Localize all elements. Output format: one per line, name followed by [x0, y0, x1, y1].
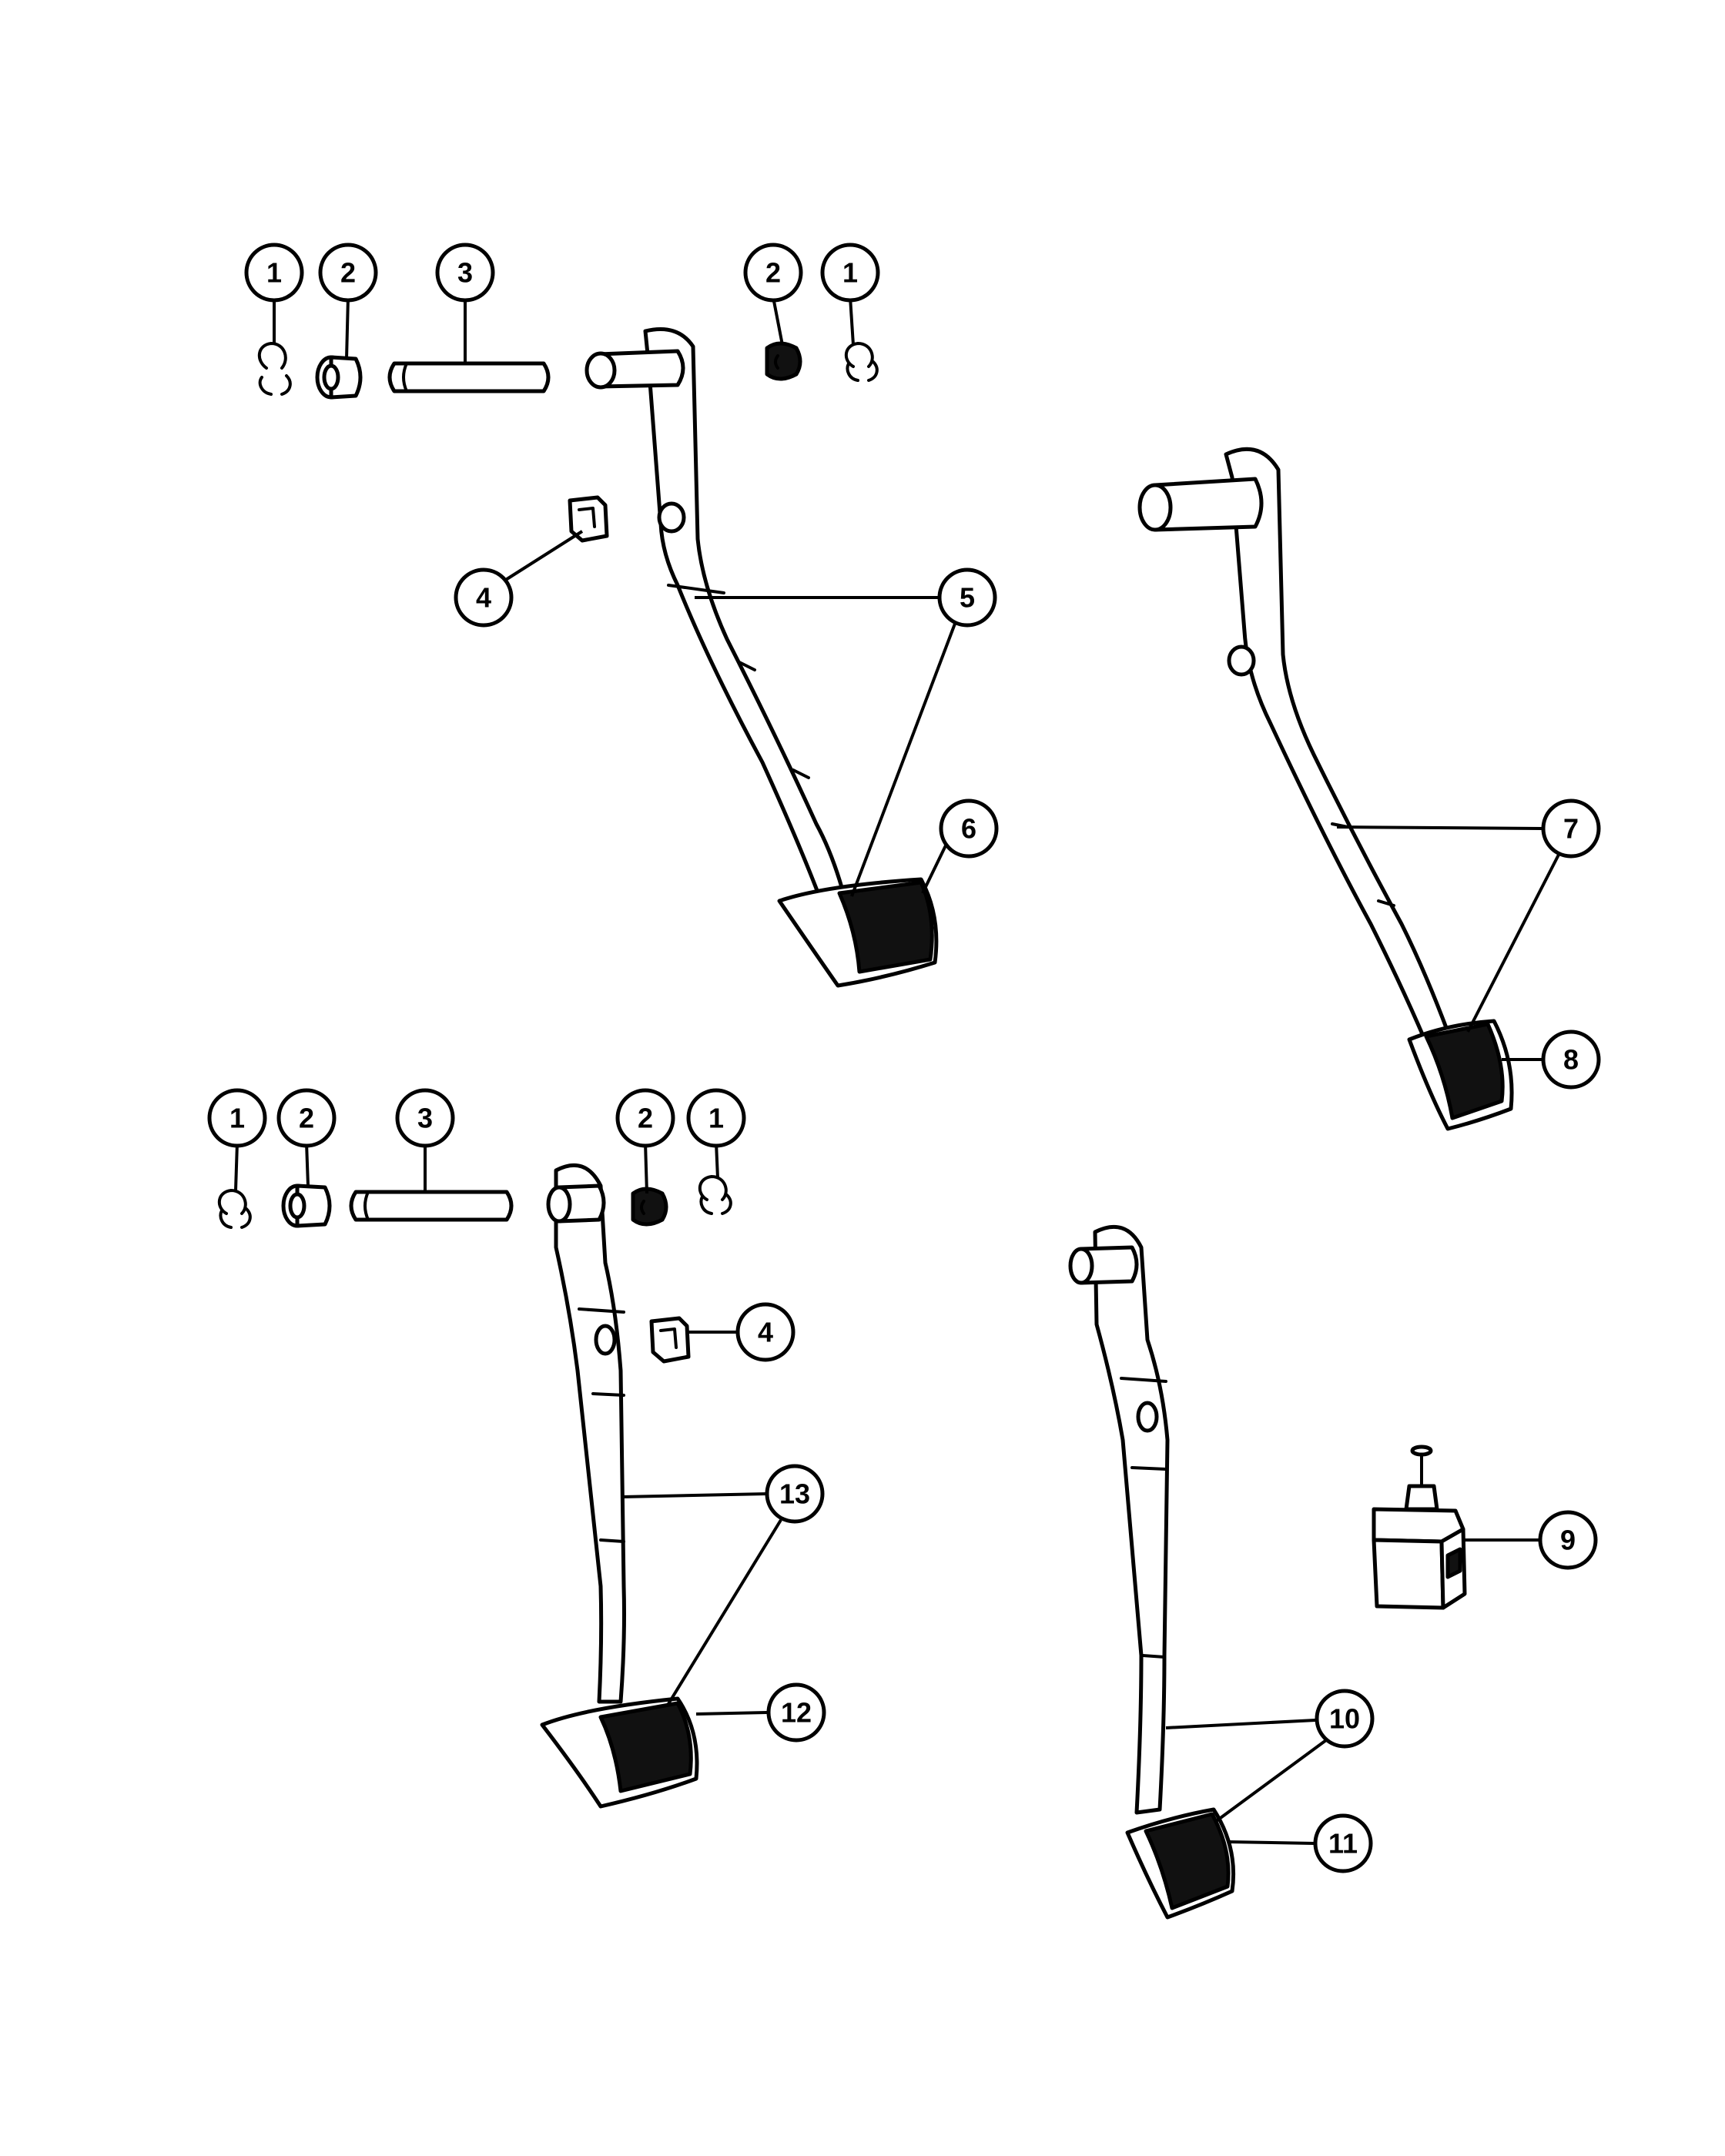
- clutch-pedal-arm: [1137, 447, 1450, 1042]
- pedal-pad-lower-left: [540, 1696, 699, 1809]
- retaining-clip: [698, 1175, 732, 1215]
- callout-label: 2: [638, 1103, 653, 1134]
- callout-c11: 1: [207, 1088, 267, 1148]
- pivot-bushing: [631, 1187, 668, 1227]
- pivot-pin: [349, 1190, 514, 1222]
- callout-label: 1: [229, 1103, 245, 1134]
- callout-c20: 10: [1315, 1689, 1375, 1749]
- callout-c2: 2: [318, 243, 378, 303]
- callout-c17: 13: [765, 1464, 825, 1524]
- pedal-pad-lower-right: [1125, 1807, 1236, 1920]
- callout-label: 12: [781, 1697, 812, 1729]
- clutch-pedal-pad: [1407, 1019, 1514, 1131]
- callout-c15: 1: [686, 1088, 746, 1148]
- callout-label: 8: [1563, 1044, 1579, 1076]
- callout-label: 6: [961, 813, 976, 845]
- pedal-arm-lower-left: [546, 1163, 626, 1704]
- callout-c14: 2: [615, 1088, 675, 1148]
- pedal-clip-nut: [649, 1316, 691, 1364]
- callout-label: 1: [842, 257, 858, 289]
- callout-label: 2: [340, 257, 356, 289]
- leader-lines: [234, 296, 1560, 1845]
- callout-label: 1: [266, 257, 282, 289]
- callout-label: 5: [960, 582, 975, 614]
- callout-c10: 8: [1541, 1029, 1601, 1090]
- callout-label: 1: [708, 1103, 724, 1134]
- callout-c5: 1: [820, 243, 880, 303]
- callout-c18: 12: [766, 1682, 826, 1743]
- callout-label: 3: [417, 1103, 433, 1134]
- pivot-pin: [387, 361, 551, 393]
- callout-label: 11: [1328, 1828, 1358, 1860]
- callout-label: 7: [1563, 813, 1579, 845]
- callout-c7: 5: [937, 567, 997, 628]
- pivot-bushing: [281, 1183, 332, 1228]
- callout-label: 4: [758, 1317, 773, 1348]
- retaining-clip: [218, 1189, 252, 1229]
- pedal-clip-nut: [568, 495, 609, 543]
- callout-c9: 7: [1541, 798, 1601, 859]
- retaining-clip: [845, 342, 879, 382]
- callout-label: 2: [299, 1103, 314, 1134]
- callout-label: 10: [1329, 1703, 1360, 1735]
- retaining-clip: [258, 342, 292, 396]
- callout-c6: 4: [454, 567, 514, 628]
- callout-label: 2: [765, 257, 781, 289]
- callout-c19: 9: [1538, 1510, 1598, 1570]
- callout-label: 13: [779, 1478, 810, 1510]
- callout-c16: 4: [735, 1302, 796, 1362]
- brake-pedal-arm: [584, 327, 848, 911]
- callout-c21: 11: [1313, 1813, 1373, 1873]
- stop-lamp-switch: [1372, 1445, 1467, 1610]
- pivot-bushing: [765, 341, 802, 381]
- pedal-arm-lower-right: [1068, 1224, 1170, 1815]
- brake-pedal-pad: [777, 877, 939, 988]
- callout-c8: 6: [939, 798, 999, 859]
- pivot-bushing: [315, 355, 363, 400]
- callout-c13: 3: [395, 1088, 455, 1148]
- callout-label: 4: [476, 582, 491, 614]
- callout-c4: 2: [743, 243, 803, 303]
- callout-c12: 2: [276, 1088, 337, 1148]
- callout-label: 3: [457, 257, 473, 289]
- callout-label: 9: [1560, 1525, 1576, 1556]
- callout-c3: 3: [435, 243, 495, 303]
- callout-c1: 1: [244, 243, 304, 303]
